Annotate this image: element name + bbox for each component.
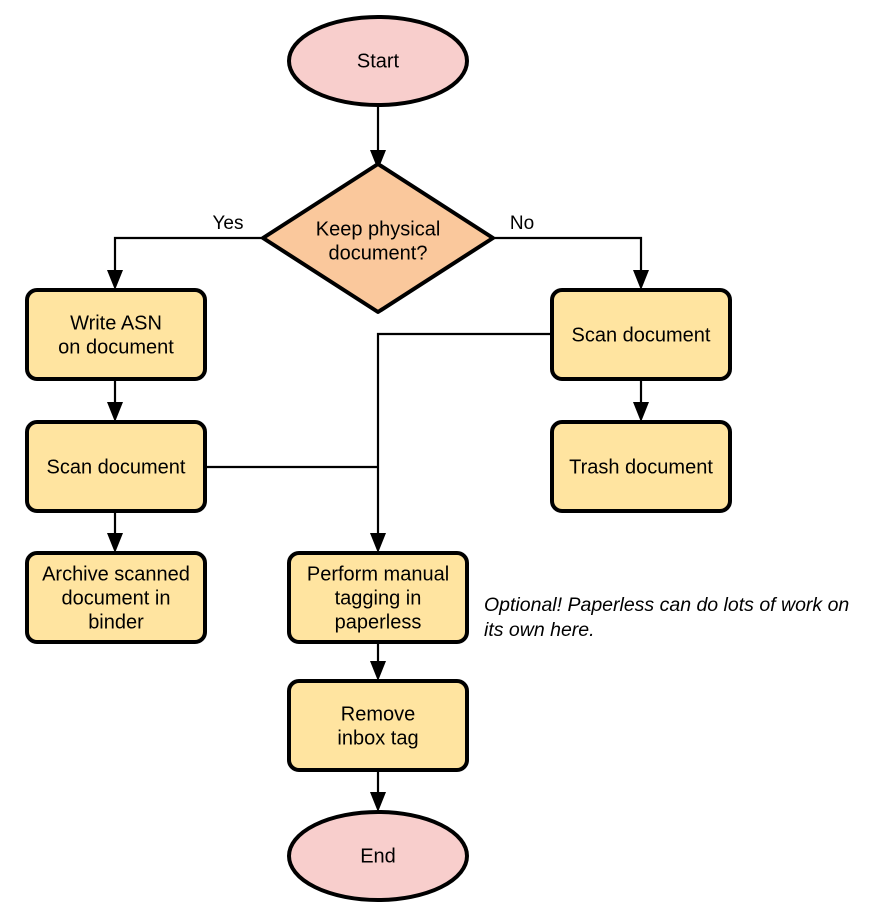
trash-document-box[interactable] xyxy=(550,420,732,513)
end-ellipse[interactable] xyxy=(287,810,469,902)
archive-label-line2: document in xyxy=(62,587,171,609)
remove-inbox-label-line1: Remove xyxy=(341,703,415,725)
edge-scan-right-to-trash xyxy=(633,379,649,422)
node-scan-document-right[interactable]: Scan document xyxy=(550,288,732,381)
decision-label-line1: Keep physical xyxy=(316,218,441,240)
tagging-label-line2: tagging in xyxy=(335,587,422,609)
archive-label-line1: Archive scanned xyxy=(42,563,190,585)
remove-inbox-tag-box[interactable] xyxy=(287,679,469,772)
scan-document-right-box[interactable] xyxy=(550,288,732,381)
archive-box[interactable] xyxy=(25,551,207,644)
edge-decision-yes-to-write-asn xyxy=(107,236,263,290)
annotation-line2: its own here. xyxy=(484,619,595,641)
edge-label-yes: Yes xyxy=(213,213,244,234)
decision-label-line2: document? xyxy=(329,242,428,264)
trash-document-label: Trash document xyxy=(569,456,713,478)
decision-diamond[interactable] xyxy=(261,162,495,314)
start-label: Start xyxy=(357,50,400,72)
end-label: End xyxy=(360,845,396,867)
node-trash-document[interactable]: Trash document xyxy=(550,420,732,513)
scan-document-right-label: Scan document xyxy=(572,324,711,346)
edge-spine-arrow-to-tagging xyxy=(370,533,386,553)
scan-document-left-label: Scan document xyxy=(47,456,186,478)
edge-start-to-decision xyxy=(370,105,386,170)
edge-remove-inbox-to-end xyxy=(370,770,386,812)
write-asn-box[interactable] xyxy=(25,288,207,381)
tagging-label-line1: Perform manual xyxy=(307,563,449,585)
annotation-optional-note: Optional! Paperless can do lots of work … xyxy=(484,594,849,641)
annotation-line1: Optional! Paperless can do lots of work … xyxy=(484,594,849,616)
node-archive-scanned-document[interactable]: Archive scanned document in binder xyxy=(25,551,207,644)
archive-label-line3: binder xyxy=(88,611,144,633)
remove-inbox-label-line2: inbox tag xyxy=(337,727,418,749)
node-decision-keep-physical-document[interactable]: Keep physical document? xyxy=(261,162,495,314)
write-asn-label-line1: Write ASN xyxy=(70,312,162,334)
node-perform-manual-tagging[interactable]: Perform manual tagging in paperless xyxy=(287,551,469,644)
edge-write-asn-to-scan-left xyxy=(107,379,123,422)
node-write-asn-on-document[interactable]: Write ASN on document xyxy=(25,288,207,381)
edge-scan-right-to-tagging xyxy=(376,332,552,541)
start-ellipse[interactable] xyxy=(287,15,469,107)
node-end[interactable]: End xyxy=(287,810,469,902)
node-start[interactable]: Start xyxy=(287,15,469,107)
tagging-box[interactable] xyxy=(287,551,469,644)
edge-tagging-to-remove-inbox xyxy=(370,642,386,681)
node-scan-document-left[interactable]: Scan document xyxy=(25,420,207,513)
scan-document-left-box[interactable] xyxy=(25,420,207,513)
edge-scan-left-to-archive xyxy=(107,511,123,553)
edge-decision-no-to-scan-right xyxy=(493,236,649,290)
node-remove-inbox-tag[interactable]: Remove inbox tag xyxy=(287,679,469,772)
write-asn-label-line2: on document xyxy=(58,336,174,358)
edge-label-no: No xyxy=(510,213,534,234)
tagging-label-line3: paperless xyxy=(335,611,422,633)
